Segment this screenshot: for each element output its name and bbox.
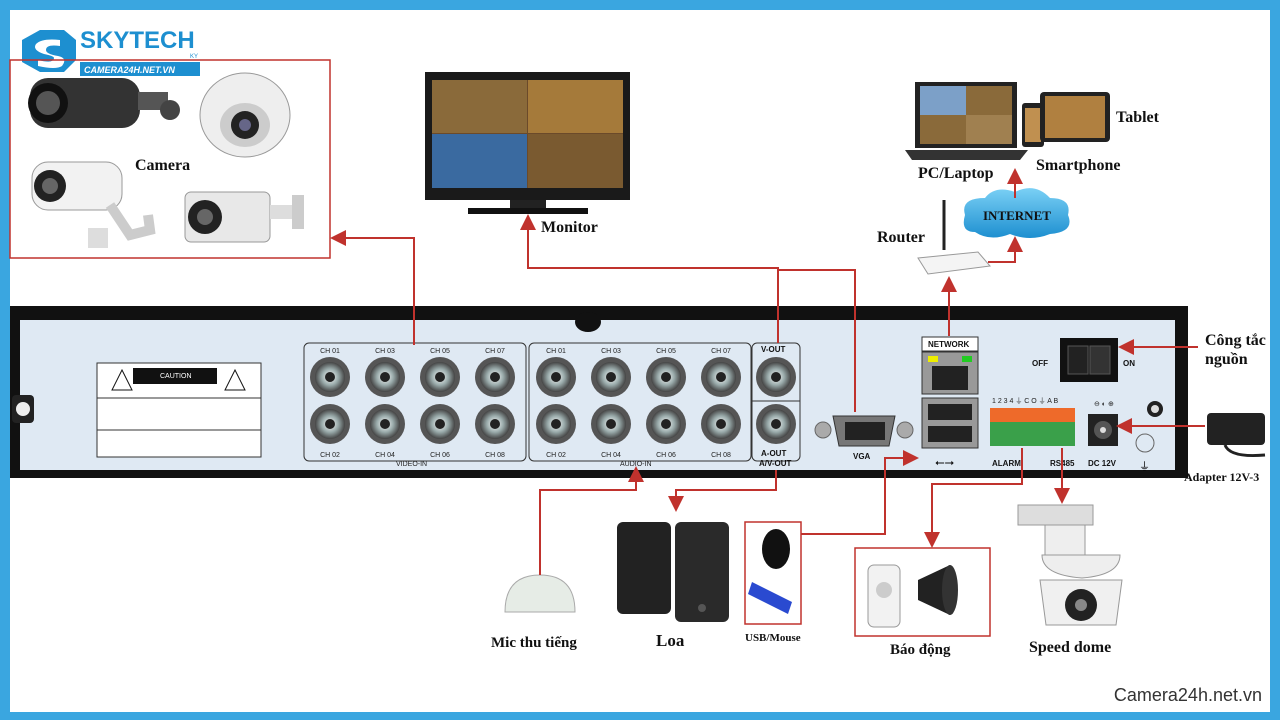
audio-bnc-bottom-3-pin [716, 419, 726, 429]
router-label: Router [877, 229, 925, 246]
video-bnc-top-3-pin [490, 372, 500, 382]
v-out-bnc-pin [771, 372, 781, 382]
caution-text: CAUTION [160, 373, 192, 380]
video-in-label: VIDEO-IN [396, 461, 427, 468]
tablet-label: Tablet [1116, 109, 1160, 126]
alarm-label-main: Báo động [890, 642, 951, 658]
terminal-numbers: 1 2 3 4 ⏚ C O ⏚ A B [992, 397, 1058, 405]
switch-label-2: nguồn [1205, 351, 1248, 368]
audio-bnc-top-3-pin [716, 372, 726, 382]
brand-sub: KY [190, 54, 198, 60]
smartphone-device: Smartphone [1022, 103, 1120, 174]
video-ch-label-top-3: CH 07 [485, 348, 505, 355]
audio-ch-label-bottom-0: CH 02 [546, 452, 566, 459]
white-bullet-camera-icon [31, 161, 156, 248]
switch-label: Công tắc [1205, 332, 1266, 349]
ground-icon: ⏚ [1139, 460, 1150, 473]
adapter-device: Adapter 12V-3 [1184, 413, 1266, 484]
video-ch-label-bottom-1: CH 04 [375, 452, 395, 459]
off-label: OFF [1032, 359, 1048, 368]
skytech-logo: SKYTECH KY CAMERA24H.NET.VN [22, 27, 200, 76]
camera-label: Camera [135, 157, 190, 174]
dc-polarity-icon: ⊖ ◐ ⊕ [1094, 401, 1114, 408]
video-ch-label-top-2: CH 05 [430, 348, 450, 355]
audio-ch-label-top-3: CH 07 [711, 348, 731, 355]
network-port: NETWORK [921, 336, 979, 395]
monitor-label: Monitor [541, 219, 598, 236]
video-bnc-top-2-pin [435, 372, 445, 382]
video-ch-label-top-1: CH 03 [375, 348, 395, 355]
alarm-label: ALARM [992, 459, 1021, 468]
internet-cloud-icon: INTERNET [963, 188, 1070, 238]
video-bnc-top-0-pin [325, 372, 335, 382]
video-ch-label-bottom-0: CH 02 [320, 452, 340, 459]
usb-symbol-icon: ⭠⭢ [935, 455, 955, 469]
v-out-label: V-OUT [761, 345, 786, 354]
av-out-label: A/V-OUT [759, 459, 792, 468]
video-bnc-bottom-0-pin [325, 419, 335, 429]
mic-device: Mic thu tiếng [491, 574, 577, 651]
dc-power-port: ⊖ ◐ ⊕ DC 12V ⏚ [1088, 401, 1155, 473]
network-label: NETWORK [928, 340, 970, 349]
dome-camera-icon [199, 72, 291, 158]
video-ch-label-bottom-3: CH 08 [485, 452, 505, 459]
a-out-bnc-pin [771, 419, 781, 429]
audio-ch-label-bottom-2: CH 06 [656, 452, 676, 459]
adapter-label: Adapter 12V-3 [1184, 470, 1259, 484]
audio-bnc-top-0-pin [551, 372, 561, 382]
router-device: Router [877, 200, 991, 275]
dc-label: DC 12V [1088, 459, 1117, 468]
audio-ch-label-bottom-1: CH 04 [601, 452, 621, 459]
internet-label: INTERNET [983, 208, 1051, 223]
audio-in-label: AUDIO-IN [620, 461, 652, 468]
video-bnc-bottom-2-pin [435, 419, 445, 429]
audio-ch-label-top-0: CH 01 [546, 348, 566, 355]
brand-name: SKYTECH [80, 27, 195, 54]
usb-mouse-label: USB/Mouse [745, 632, 801, 644]
audio-bnc-top-1-pin [606, 372, 616, 382]
footer-site: Camera24h.net.vn [1113, 685, 1262, 705]
bnc-connectors: CH 01 CH 02 CH 03 CH 04 CH 05 CH 06 CH 07 CH 08… [310, 348, 796, 459]
vga-port: VGA [814, 415, 914, 461]
speakers-device: Loa [617, 522, 729, 650]
audio-bnc-bottom-0-pin [551, 419, 561, 429]
speed-dome-device: Speed dome [1017, 504, 1123, 656]
smartphone-label: Smartphone [1036, 157, 1120, 174]
laptop-device: PC/Laptop [905, 82, 1028, 182]
camera-group: Camera [9, 59, 331, 259]
power-switch: OFF ON [1032, 338, 1135, 382]
on-label: ON [1123, 359, 1135, 368]
bullet-camera-icon [28, 78, 180, 128]
audio-ch-label-bottom-3: CH 08 [711, 452, 731, 459]
audio-ch-label-top-1: CH 03 [601, 348, 621, 355]
video-ch-label-top-0: CH 01 [320, 348, 340, 355]
alarm-devices-group: Báo động [854, 547, 991, 658]
audio-ch-label-top-2: CH 05 [656, 348, 676, 355]
brand-site: CAMERA24H.NET.VN [84, 65, 175, 75]
video-bnc-bottom-1-pin [380, 419, 390, 429]
tablet-device: Tablet [1040, 92, 1160, 142]
speaker-label: Loa [656, 631, 685, 650]
mic-label: Mic thu tiếng [491, 635, 577, 651]
pc-laptop-label: PC/Laptop [918, 165, 994, 182]
connection-wires [330, 168, 1205, 575]
usb-mouse-group: USB/Mouse [744, 521, 802, 644]
speed-dome-label: Speed dome [1029, 639, 1111, 656]
a-out-label: A-OUT [761, 449, 786, 458]
box-camera-icon [184, 191, 304, 243]
vga-label: VGA [853, 452, 871, 461]
caution-label: CAUTION [96, 362, 262, 458]
audio-bnc-bottom-2-pin [661, 419, 671, 429]
monitor-device: Monitor [425, 72, 630, 236]
audio-bnc-bottom-1-pin [606, 419, 616, 429]
video-bnc-top-1-pin [380, 372, 390, 382]
audio-bnc-top-2-pin [661, 372, 671, 382]
usb-ports: ⭠⭢ [921, 397, 979, 469]
video-ch-label-bottom-2: CH 06 [430, 452, 450, 459]
video-bnc-bottom-3-pin [490, 419, 500, 429]
